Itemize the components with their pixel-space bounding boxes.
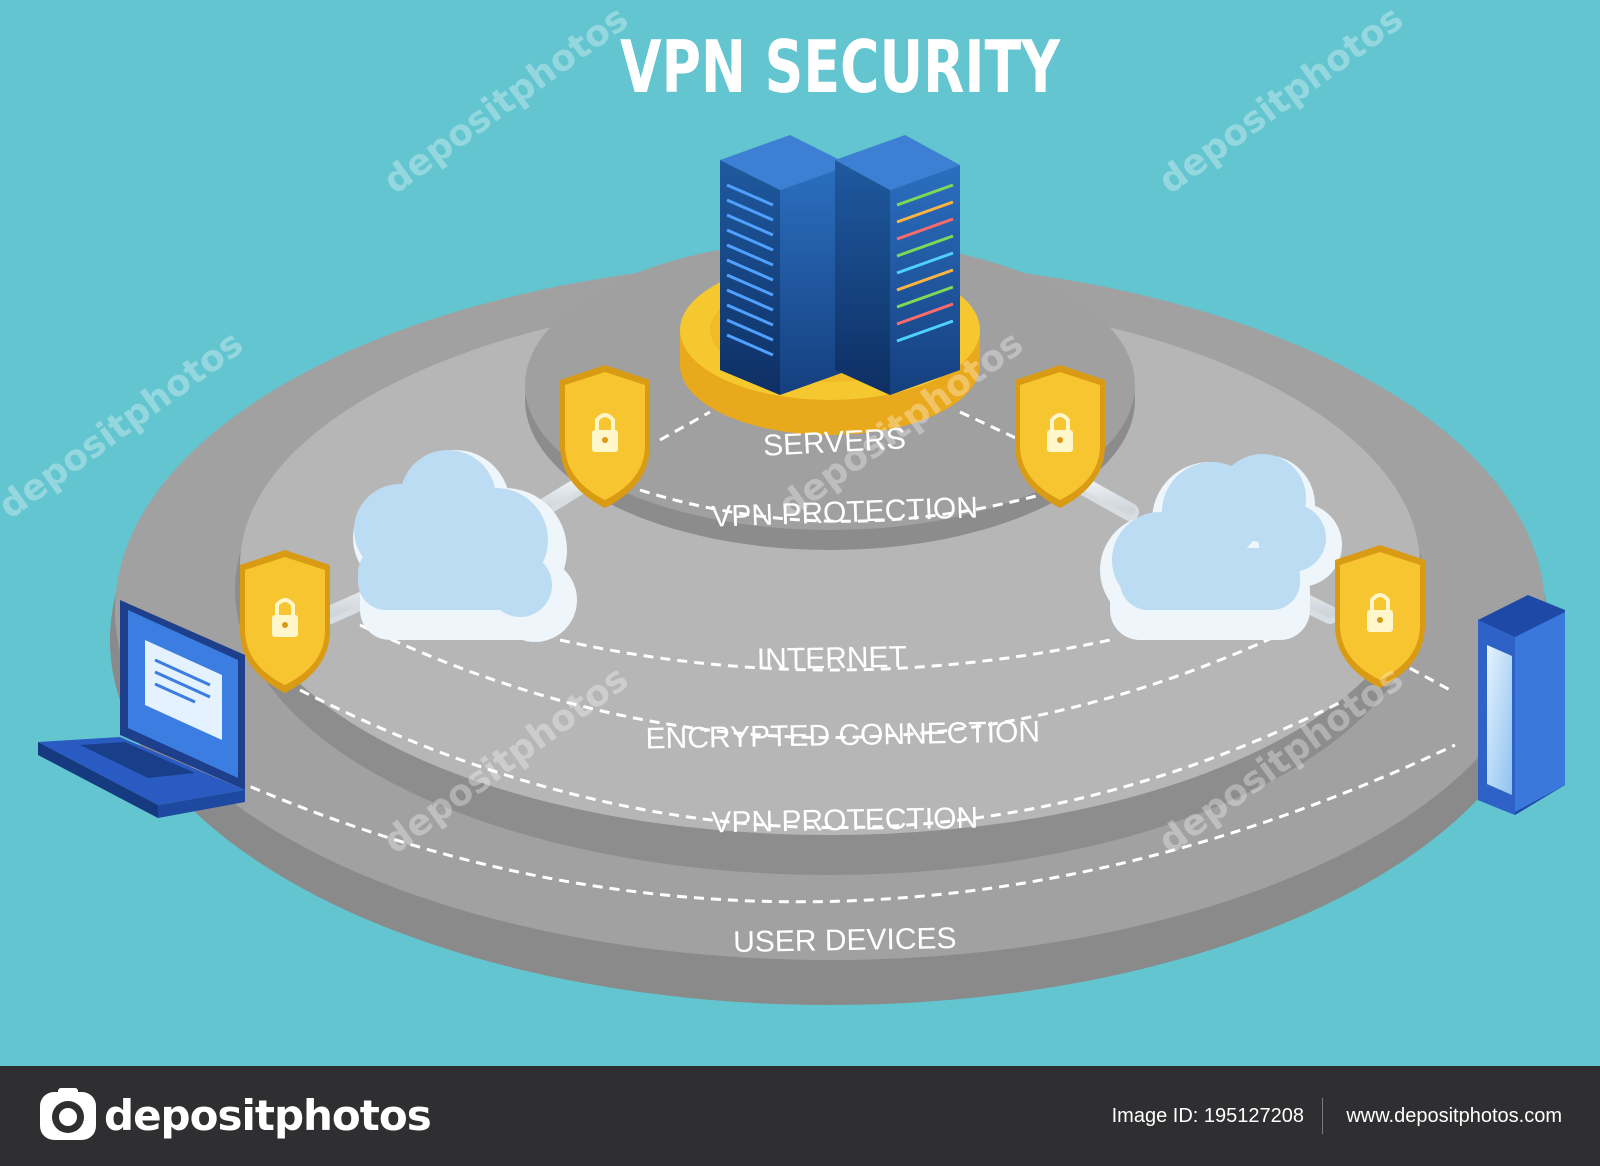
shield-lock-icon [560,365,650,508]
diagram-canvas: VPN SECURITY [0,0,1565,1005]
platform [110,240,1550,1005]
shield-lock-icon [1015,365,1105,508]
image-id: Image ID: 195127208 [1111,1105,1304,1127]
watermark-text: depositphotos [1151,0,1411,202]
label-user-devices: USER DEVICES [733,922,957,959]
label-encrypted-connection: ENCRYPTED CONNECTION [645,716,1040,756]
footer-divider [1322,1098,1323,1134]
shield-lock-icon [1335,545,1425,688]
cloud-right [1100,454,1342,640]
label-internet: INTERNET [757,641,908,677]
footer-brand: depositphotos [104,1091,432,1140]
watermark-text: depositphotos [376,0,636,202]
page-title: VPN SECURITY [620,25,1061,109]
server-racks [720,135,960,395]
dashed-rings [234,410,1456,904]
label-servers: SERVERS [762,422,906,462]
tablet-icon [1478,595,1565,815]
label-vpn-protection-outer: VPN PROTECTION [711,802,978,840]
laptop-icon [38,600,245,818]
shield-lock-icon [240,550,330,693]
camera-logo-icon [40,1088,96,1140]
footer-site-url: www.depositphotos.com [1346,1105,1562,1127]
footer-bar: depositphotos Image ID: 195127208 www.de… [0,1066,1600,1166]
cloud-left [353,450,577,642]
